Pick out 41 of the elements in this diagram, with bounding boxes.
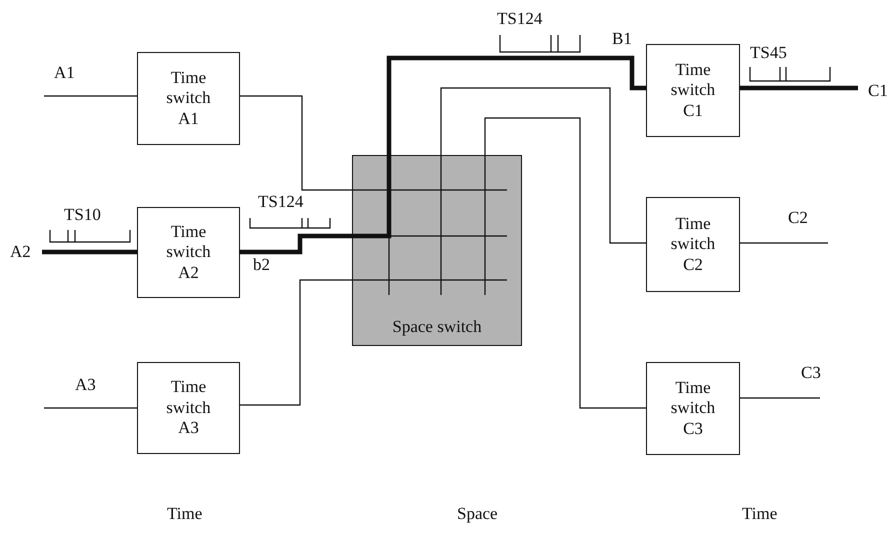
connector-line <box>240 95 352 191</box>
time-switch-box <box>646 362 740 455</box>
time-switch-box <box>137 52 240 145</box>
stage-label: Space <box>457 505 498 522</box>
box-label: Time switch C1 <box>670 60 716 122</box>
connector-line <box>484 117 646 409</box>
signal-label: A3 <box>75 376 96 393</box>
signal-label: B1 <box>612 30 632 47</box>
signal-label: C2 <box>788 209 808 226</box>
connector-line <box>740 397 820 399</box>
box-label: Time switch A1 <box>165 68 212 130</box>
box-label: Time switch A3 <box>165 377 212 439</box>
time-switch-box <box>137 362 240 454</box>
connector-line <box>44 95 137 97</box>
signal-label: C3 <box>801 364 821 381</box>
connector-line <box>740 86 858 90</box>
signal-label: b2 <box>253 256 270 273</box>
box-label: Space switch <box>392 316 482 337</box>
connector-line <box>42 250 137 254</box>
connector-line <box>44 407 137 409</box>
box-label: Time switch A2 <box>165 222 212 284</box>
signal-label: TS10 <box>64 206 101 223</box>
space-switch-box <box>352 155 522 346</box>
signal-label: C1 <box>868 82 888 99</box>
connector-line <box>386 56 646 155</box>
connector-line <box>240 234 352 254</box>
signal-label: TS124 <box>258 193 304 210</box>
signal-label: A2 <box>10 243 31 260</box>
box-label: Time switch C2 <box>670 214 716 276</box>
stage-label: Time <box>167 505 202 522</box>
signal-label: TS124 <box>497 10 542 27</box>
stage-label: Time <box>742 505 778 522</box>
connector-line <box>440 87 646 244</box>
connector-line <box>740 242 828 244</box>
connector-line <box>240 279 352 406</box>
time-switch-box <box>646 197 740 292</box>
signal-label: A1 <box>54 64 75 81</box>
box-label: Time switch C3 <box>670 378 716 440</box>
time-switch-box <box>137 207 240 298</box>
time-switch-box <box>646 44 740 137</box>
signal-label: TS45 <box>750 44 787 61</box>
